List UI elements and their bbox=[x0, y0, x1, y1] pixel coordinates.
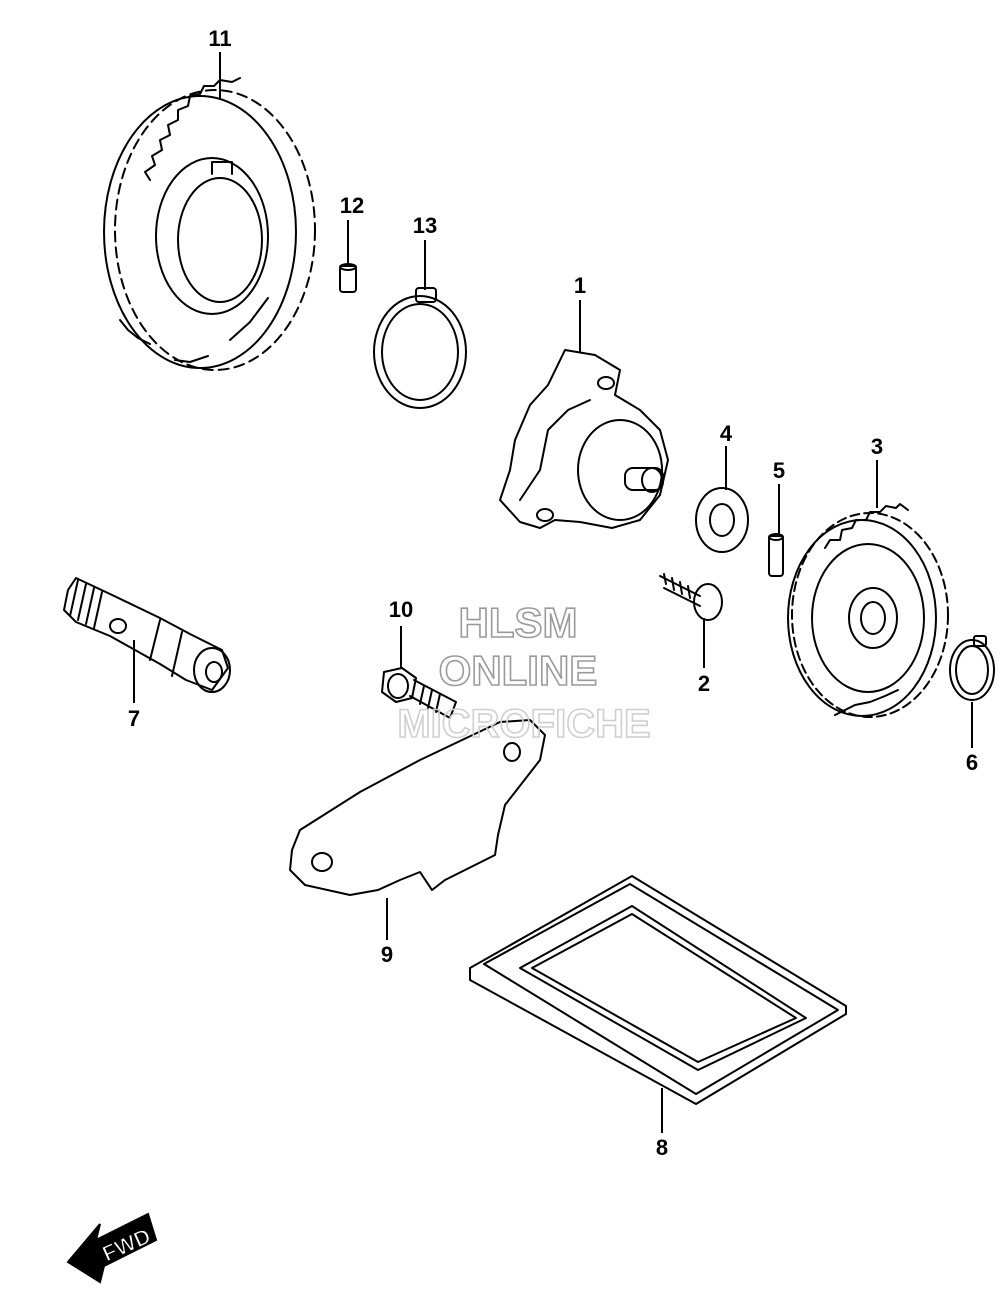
callout-label: 5 bbox=[773, 458, 785, 483]
part-1-oil-pump[interactable] bbox=[499, 349, 669, 529]
fwd-arrow-icon: FWD bbox=[66, 1212, 158, 1284]
callout-label: 8 bbox=[656, 1135, 668, 1160]
callout-7: 7 bbox=[128, 640, 140, 731]
part-3-driven-gear[interactable] bbox=[787, 503, 949, 718]
callout-1: 1 bbox=[574, 273, 586, 352]
callout-5: 5 bbox=[773, 458, 785, 536]
part-11-gear[interactable] bbox=[103, 77, 316, 371]
callout-label: 13 bbox=[413, 213, 437, 238]
callout-label: 11 bbox=[208, 26, 231, 51]
part-7-shaft[interactable] bbox=[63, 577, 231, 693]
part-8-strainer[interactable] bbox=[469, 875, 847, 1105]
callout-label: 3 bbox=[871, 434, 883, 459]
watermark-line-3: MICROFICHE bbox=[397, 702, 650, 746]
callout-label: 7 bbox=[128, 706, 140, 731]
callout-label: 10 bbox=[389, 597, 413, 622]
callout-8: 8 bbox=[656, 1088, 668, 1160]
callout-13: 13 bbox=[413, 213, 437, 290]
callout-4: 4 bbox=[720, 421, 733, 490]
watermark: HLSM ONLINE MICROFICHE bbox=[397, 598, 652, 747]
callout-10: 10 bbox=[389, 597, 413, 668]
part-12-dowel-pin[interactable] bbox=[339, 263, 357, 293]
callout-11: 11 bbox=[208, 26, 232, 100]
watermark-line-2: ONLINE bbox=[439, 647, 598, 694]
callout-9: 9 bbox=[381, 898, 393, 967]
part-4-washer[interactable] bbox=[695, 487, 749, 553]
callout-label: 9 bbox=[381, 942, 393, 967]
callout-label: 1 bbox=[574, 273, 586, 298]
callout-2: 2 bbox=[698, 618, 710, 696]
callout-6: 6 bbox=[966, 702, 978, 775]
callout-12: 12 bbox=[340, 193, 364, 266]
part-6-circlip[interactable] bbox=[949, 635, 995, 701]
callout-label: 2 bbox=[698, 671, 710, 696]
callout-label: 4 bbox=[720, 421, 733, 446]
watermark-line-1: HLSM bbox=[459, 599, 578, 646]
callout-label: 6 bbox=[966, 750, 978, 775]
part-9-plate[interactable] bbox=[289, 719, 546, 896]
part-13-circlip[interactable] bbox=[373, 287, 467, 409]
part-2-screw[interactable] bbox=[659, 573, 723, 621]
callout-3: 3 bbox=[871, 434, 883, 508]
callout-label: 12 bbox=[340, 193, 364, 218]
part-5-pin[interactable] bbox=[768, 533, 784, 577]
